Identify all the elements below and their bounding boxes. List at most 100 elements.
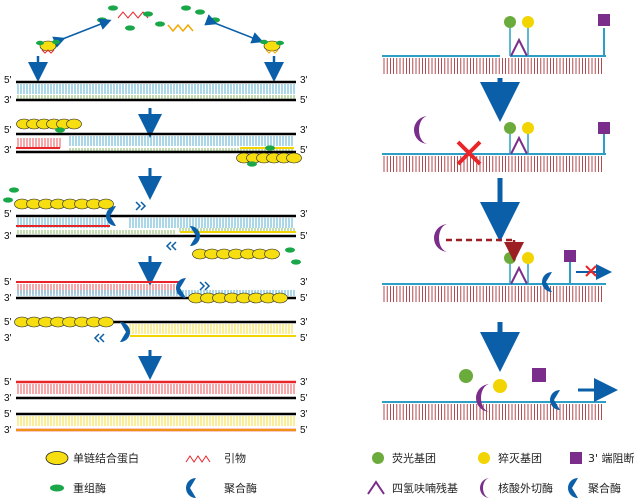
direction-chevron [93,333,105,343]
base-ticks [17,290,295,296]
direction-chevron [199,281,211,291]
strand-end-label: 3' [4,95,12,106]
released-quencher [493,379,507,393]
legend-primer: 引物 [224,451,246,465]
legend: 单链结合蛋白 引物 重组酶 聚合酶 荧光基团 猝灭基团 3' 端阻断 四氢呋喃残… [45,451,635,498]
quencher-group [522,16,534,28]
fluor-group [504,16,516,28]
blocker-legend-icon [570,452,582,464]
strand-end-label: 5' [300,425,308,436]
3-prime-blocker [564,250,576,262]
legend-polymerase: 聚合酶 [224,481,257,495]
exonuclease-blocked [382,116,610,172]
strand-displacement-step: 5'3'3'5' [4,277,308,304]
polymerase-right-legend-icon [568,478,578,498]
probe-cleaved [382,224,612,302]
polymerase-legend-icon [186,478,196,498]
recombinase [55,127,65,133]
ssb-protein [98,316,114,328]
base-ticks [383,156,602,172]
duplex-step: 5' 3' 3' 5' [4,75,308,106]
thf-legend-icon [367,480,385,495]
exonuclease [434,224,448,252]
legend-ssb: 单链结合蛋白 [73,451,139,465]
recombinase [247,161,257,167]
quencher-group [522,252,534,264]
exonuclease [476,384,490,412]
ssb-protein [264,248,280,260]
recombinase [3,197,13,203]
strand-end-label: 3' [300,125,308,136]
legend-recombinase: 重组酶 [73,481,106,495]
base-ticks [17,230,175,234]
fluorescence-released [382,368,618,420]
exo-probe-panel [382,14,618,420]
ssb-protein [66,118,82,130]
base-ticks [383,404,602,420]
strand-end-label: 5' [4,75,12,86]
thf-residue [510,37,528,57]
base-ticks [17,384,295,394]
fluor-group [504,252,516,264]
fluor-group [504,122,516,134]
strand-end-label: 5' [4,409,12,420]
3-prime-blocker [598,122,610,134]
strand-end-label: 3' [4,293,12,304]
blocked-cross [456,140,482,166]
ssb-protein [272,292,288,304]
polymerase [120,322,130,342]
strand-end-label: 5' [4,125,12,136]
strand-end-label: 5' [4,209,12,220]
primer-legend-icon [185,455,211,463]
strand-end-label: 3' [300,409,308,420]
strand-end-label: 3' [300,75,308,86]
polymerase [190,226,200,246]
strand-end-label: 3' [4,333,12,344]
thf-residue [510,265,528,285]
strand-displacement-step-2: 5'3'3'5' [4,316,308,344]
blocked-extension-cross [585,265,597,277]
3-prime-blocker [598,14,610,26]
strand-end-label: 5' [300,333,308,344]
polymerase [542,272,552,292]
base-ticks [69,136,293,146]
strand-end-label: 3' [4,145,12,156]
strand-end-label: 5' [300,293,308,304]
polymerase [176,278,186,298]
amplicons-step: 5'3'3'5'5'3'3'5' [4,377,308,436]
quencher-group [522,122,534,134]
thf-residue [510,135,528,155]
base-ticks [129,324,293,334]
rpa-panel: 5'3'3'5'5'3'3'5'5'3'3'5'5'3'3'5'5'3'3'5'… [3,75,308,436]
quencher-legend-icon [478,452,490,464]
base-ticks [383,58,602,74]
strand-end-label: 3' [4,393,12,404]
strand-end-label: 5' [4,277,12,288]
strand-end-label: 5' [300,145,308,156]
strand-end-label: 3' [300,317,308,328]
exonuclease-legend-icon [480,478,490,498]
strand-end-label: 5' [300,95,308,106]
ssb-protein [98,198,114,210]
strand-end-label: 3' [4,425,12,436]
base-ticks [129,218,293,228]
base-ticks [17,84,295,94]
strand-end-label: 3' [4,231,12,242]
polymerase [106,206,116,226]
recombinase [285,247,295,253]
invasion-step: 5' 3' 3' 5' [4,118,308,167]
legend-fluor: 荧光基团 [392,451,436,465]
legend-thf: 四氢呋喃残基 [392,481,458,495]
strand-end-label: 5' [4,377,12,388]
base-ticks [17,138,61,148]
base-ticks [17,416,295,426]
top-components [28,5,284,82]
released-blocker [532,368,546,382]
base-ticks [17,95,295,99]
exonuclease [414,116,428,144]
base-ticks [383,286,602,302]
extension-step: 5'3'3'5' [3,187,308,265]
strand-end-label: 5' [300,393,308,404]
recombinase [291,259,301,265]
